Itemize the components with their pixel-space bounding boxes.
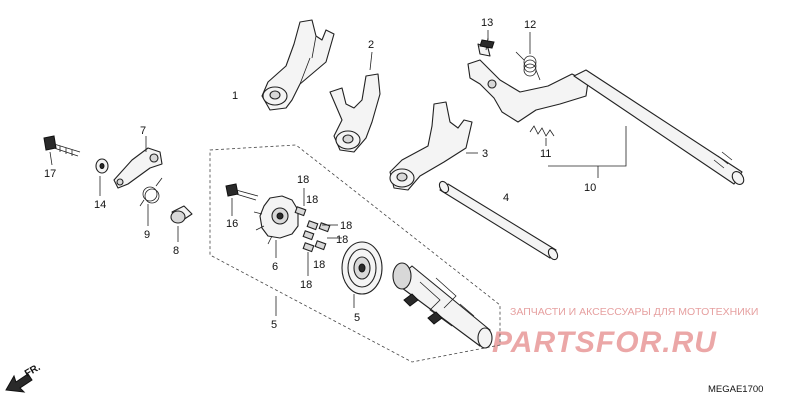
- leader-lines: [49, 30, 627, 316]
- watermark-logo: PARTSFOR.RU: [492, 326, 717, 359]
- callout-1: 1: [232, 90, 238, 102]
- callout-18-mid: 18: [336, 234, 348, 246]
- callout-9: 9: [144, 229, 150, 241]
- callout-4: 4: [503, 192, 509, 204]
- callout-16: 16: [226, 218, 238, 230]
- stopper-arm-7: [113, 147, 163, 189]
- fork-shaft: [438, 180, 559, 261]
- front-label: FR.: [23, 362, 43, 380]
- shift-fork-1: [261, 19, 335, 111]
- callout-3: 3: [482, 148, 488, 160]
- bolt-17: [43, 135, 81, 157]
- shift-fork-3: [389, 101, 473, 191]
- callout-18-bottom: 18: [300, 279, 312, 291]
- callout-14: 14: [94, 199, 106, 211]
- watermark-caption: ЗАПЧАСТИ И АКСЕССУАРЫ ДЛЯ МОТОТЕХНИКИ: [510, 306, 758, 318]
- callouts: 1 2 3 4 5 5 6 7 8 9 10 11 12 13 14 16 17…: [44, 17, 596, 331]
- pins-18: [294, 206, 331, 253]
- callout-18-upper: 18: [306, 194, 318, 206]
- callout-5-assembly: 5: [271, 319, 277, 331]
- callout-10: 10: [584, 182, 596, 194]
- diagram-code: MEGAE1700: [708, 384, 763, 395]
- bolt-13: [477, 37, 495, 57]
- callout-12: 12: [524, 19, 536, 31]
- callout-18-top: 18: [297, 174, 309, 186]
- bearing-5: [341, 241, 383, 295]
- watermark: ЗАПЧАСТИ И АКСЕССУАРЫ ДЛЯ МОТОТЕХНИКИ PA…: [492, 306, 758, 359]
- front-direction-marker: FR.: [5, 362, 43, 393]
- callout-5-bearing: 5: [354, 312, 360, 324]
- callout-13: 13: [481, 17, 493, 29]
- bolt-16: [225, 183, 259, 201]
- callout-8: 8: [173, 245, 179, 257]
- front-arrow-icon: [5, 373, 33, 393]
- callout-18-lower: 18: [313, 259, 325, 271]
- collar-8: [170, 205, 193, 224]
- spring-12: [515, 51, 541, 81]
- drum-cam-6: [253, 195, 299, 245]
- callout-17: 17: [44, 168, 56, 180]
- callout-7: 7: [140, 125, 146, 137]
- gearshift-spindle: [467, 59, 745, 185]
- spring-11: [529, 125, 555, 137]
- shift-fork-2: [329, 73, 381, 153]
- shift-drum: [392, 262, 493, 349]
- assembly-outline: [209, 144, 501, 363]
- callout-2: 2: [368, 39, 374, 51]
- callout-18-right: 18: [340, 220, 352, 232]
- washer-14: [95, 158, 109, 174]
- callout-11: 11: [540, 148, 551, 160]
- callout-6: 6: [272, 261, 278, 273]
- spring-9: [139, 177, 163, 207]
